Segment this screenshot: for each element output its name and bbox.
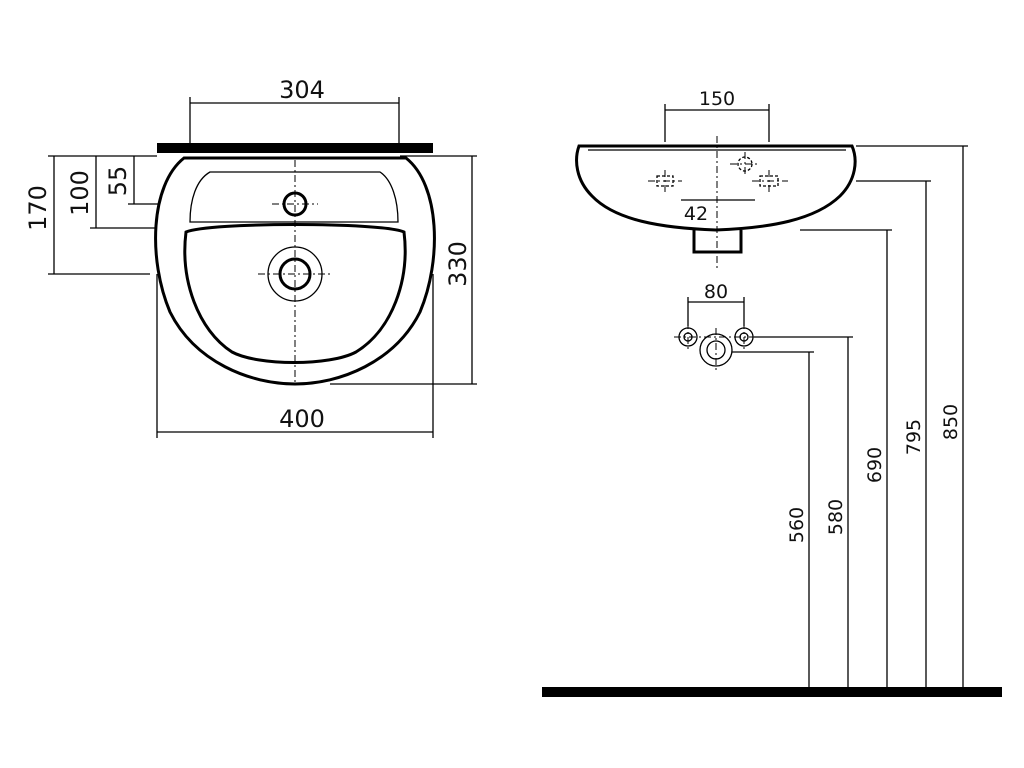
dim-label-80: 80 xyxy=(704,281,728,303)
dim-label-690: 690 xyxy=(864,447,886,483)
dim-label-795: 795 xyxy=(903,419,925,455)
dim-label-304: 304 xyxy=(279,76,325,104)
dim-label-850: 850 xyxy=(940,404,962,440)
basin-bowl-outline xyxy=(183,223,407,364)
pipe-connections xyxy=(674,322,760,372)
basin-front-outline xyxy=(575,144,857,232)
top-view: 304 400 330 55 100 170 xyxy=(24,76,477,438)
tap-hole-center xyxy=(730,152,760,176)
basin-deck-outline xyxy=(189,171,399,223)
dim-label-560: 560 xyxy=(786,507,808,543)
dim-label-400: 400 xyxy=(279,405,325,433)
dim-label-170: 170 xyxy=(24,185,52,231)
tap-hole-right xyxy=(752,170,788,193)
dim-label-100: 100 xyxy=(66,170,94,216)
tap-hole-left xyxy=(648,170,682,193)
dim-label-55: 55 xyxy=(104,166,132,197)
dim-label-150: 150 xyxy=(699,88,735,110)
dim-label-42: 42 xyxy=(684,203,708,225)
basin-outer-outline xyxy=(154,156,436,386)
front-view: 150 42 80 xyxy=(542,88,1002,697)
dim-label-580: 580 xyxy=(825,499,847,535)
floor-line xyxy=(542,687,1002,697)
wall-bar-top xyxy=(157,143,433,153)
dim-label-330: 330 xyxy=(444,241,472,287)
